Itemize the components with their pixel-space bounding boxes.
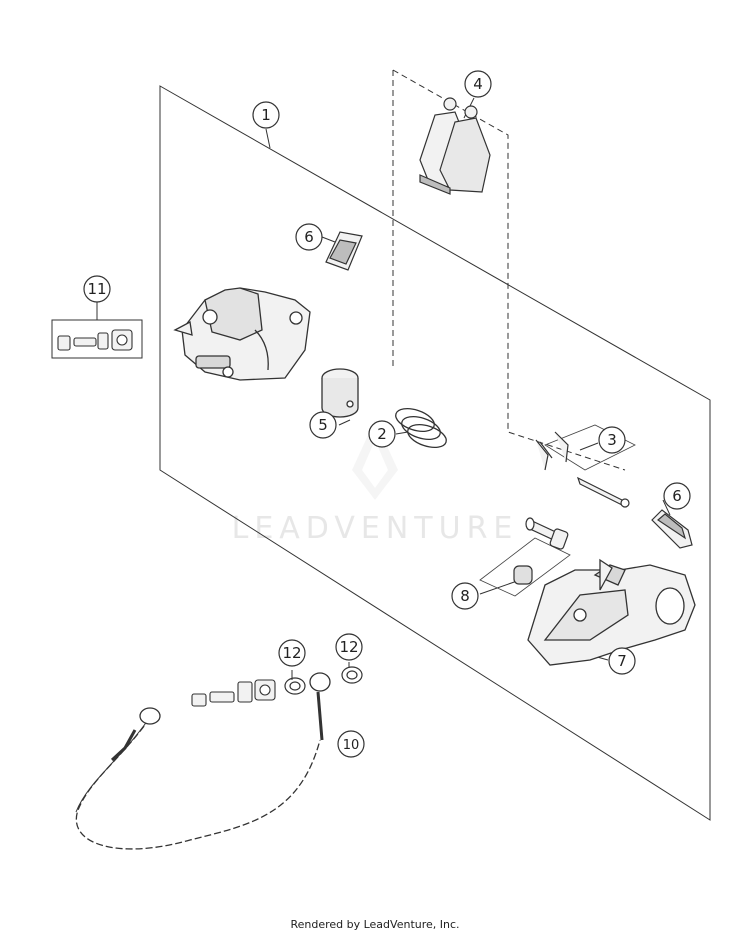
brake-hose-part[interactable]: [75, 672, 331, 850]
callout-12-left[interactable]: 12: [278, 639, 306, 667]
callout-2-label: 2: [377, 425, 387, 443]
callouts: 1 4 6 11 5 2 3 6: [83, 70, 691, 758]
bleeder-kit-part[interactable]: [51, 319, 143, 359]
callout-3[interactable]: 3: [598, 426, 626, 454]
brake-caliper-part[interactable]: [173, 287, 311, 381]
piston-part[interactable]: [321, 368, 359, 418]
callout-2[interactable]: 2: [368, 420, 396, 448]
callout-6-upper[interactable]: 6: [295, 223, 323, 251]
callout-8[interactable]: 8: [451, 582, 479, 610]
callout-1[interactable]: 1: [252, 101, 280, 129]
callout-12-right-label: 12: [339, 638, 358, 656]
hose-fittings-part[interactable]: [191, 679, 276, 707]
caliper-carrier-part[interactable]: [527, 558, 696, 666]
callout-10-label: 10: [343, 738, 360, 753]
callout-7-label: 7: [617, 652, 627, 670]
callout-11-label: 11: [87, 280, 106, 298]
callout-10[interactable]: 10: [337, 730, 365, 758]
pad-spring-part-upper[interactable]: [325, 231, 363, 271]
render-credit-footer: Rendered by LeadVenture, Inc.: [290, 918, 460, 931]
pad-group-dashed-outline: [392, 69, 626, 471]
callout-4[interactable]: 4: [464, 70, 492, 98]
callout-5-label: 5: [318, 416, 328, 434]
callout-12-right[interactable]: 12: [335, 633, 363, 661]
callout-4-label: 4: [473, 75, 483, 93]
callout-3-label: 3: [607, 431, 617, 449]
callout-1-label: 1: [261, 106, 271, 124]
watermark: LEADVENTURE: [232, 420, 519, 546]
brake-pads-part[interactable]: [419, 97, 491, 195]
pin-group-outline: [544, 424, 636, 471]
pin-kit-part[interactable]: [535, 431, 630, 508]
callout-6-lower-label: 6: [672, 487, 682, 505]
seal-kit-part[interactable]: [393, 404, 449, 451]
callout-11[interactable]: 11: [83, 275, 111, 303]
watermark-text: LEADVENTURE: [232, 511, 519, 546]
callout-7[interactable]: 7: [608, 647, 636, 675]
watermark-logo-icon: [352, 420, 398, 500]
callout-12-left-label: 12: [282, 644, 301, 662]
assembly-panel-outline: [159, 85, 711, 821]
pad-spring-part-lower[interactable]: [651, 509, 693, 549]
callout-6-lower[interactable]: 6: [663, 482, 691, 510]
washer-parts[interactable]: [284, 666, 363, 695]
slide-bolt-part[interactable]: [513, 517, 569, 585]
callout-8-label: 8: [460, 587, 470, 605]
bolt-group-outline: [479, 537, 571, 597]
callout-5[interactable]: 5: [309, 411, 337, 439]
callout-6-upper-label: 6: [304, 228, 314, 246]
